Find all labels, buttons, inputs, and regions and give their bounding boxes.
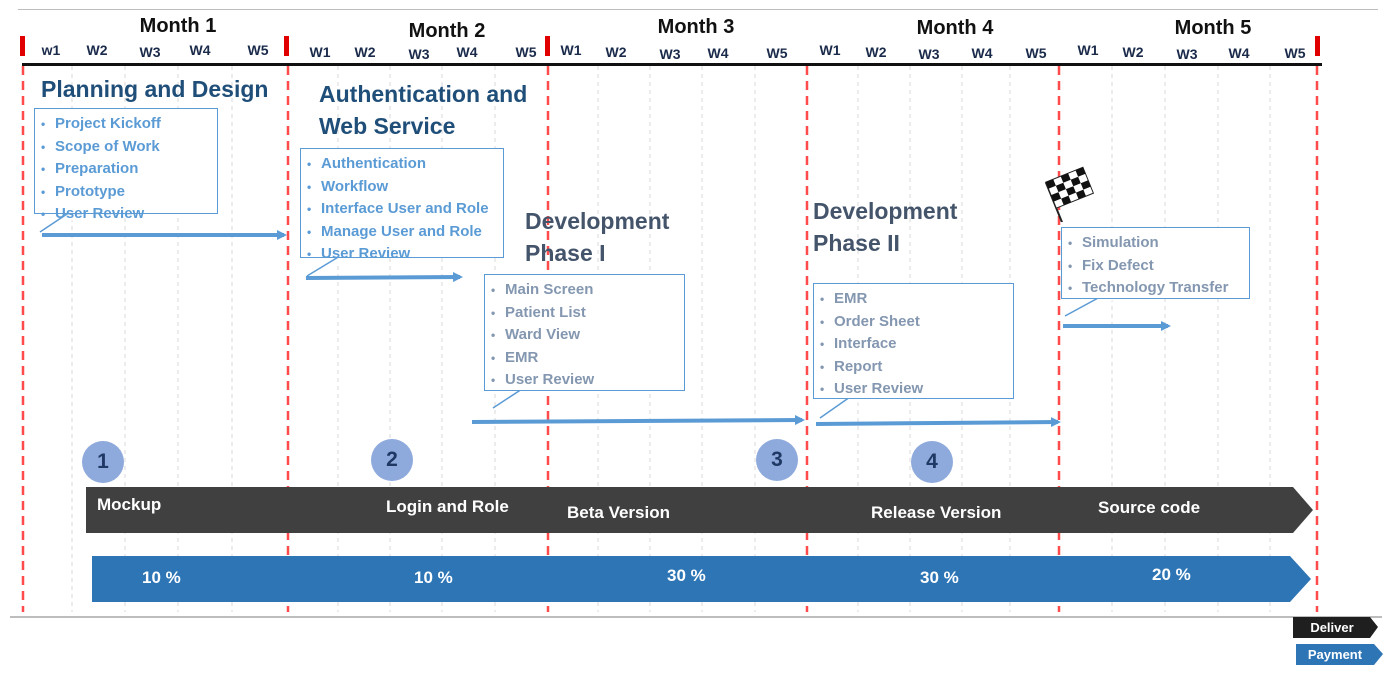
milestone-label: Source code: [1098, 498, 1201, 517]
week-label: W5: [1284, 45, 1306, 61]
week-label: W2: [354, 44, 376, 60]
payment-label: 20 %: [1152, 565, 1191, 584]
callout-item: •Interface: [820, 335, 897, 352]
payment-label: 10 %: [414, 568, 453, 587]
callout-item: •EMR: [491, 348, 539, 366]
month-tick: [545, 36, 550, 56]
week-label: W5: [515, 44, 537, 60]
week-label: W4: [189, 42, 211, 58]
week-label: W4: [971, 45, 993, 61]
callout-item: •Order Sheet: [820, 312, 920, 330]
callout-item: •Fix Defect: [1068, 256, 1154, 274]
callout-item: •Preparation: [41, 160, 139, 177]
week-label: W3: [408, 46, 430, 62]
month-tick: [1315, 36, 1320, 56]
phase-title: Authentication and Web Service: [319, 81, 528, 139]
phase-arrow: [815, 417, 1061, 428]
milestone-label: Beta Version: [567, 503, 670, 522]
callout-item: •Prototype: [41, 182, 126, 200]
week-label: w1: [41, 42, 61, 58]
milestone-number-badge: 4: [911, 441, 953, 483]
week-label: W1: [309, 44, 331, 60]
week-label: W4: [1228, 45, 1250, 61]
callout-item: •EMR: [820, 290, 868, 307]
callout-box: •Simulation •Fix Defect •Technology Tran…: [1061, 227, 1250, 299]
week-label: W5: [1025, 45, 1047, 61]
phase-title: Planning and Design: [41, 76, 269, 102]
callout-item: •Workflow: [307, 177, 389, 195]
week-label: W1: [1077, 42, 1099, 58]
callout-box: •Main Screen •Patient List •Ward View •E…: [484, 274, 685, 391]
week-label: W3: [139, 44, 161, 60]
milestone-number-badge: 1: [82, 441, 124, 483]
week-label: W3: [918, 46, 940, 62]
month-header: Month 3: [657, 16, 735, 38]
phase-arrow: [305, 272, 463, 283]
callout-item: •User Review: [307, 245, 411, 262]
week-label: W2: [86, 42, 108, 58]
week-label: W4: [707, 45, 729, 61]
week-label: W4: [456, 44, 478, 60]
callout-item: •User Review: [41, 205, 145, 222]
bottom-border: [10, 616, 1382, 618]
callout-item: •Project Kickoff: [41, 115, 161, 132]
week-label: W5: [247, 42, 269, 58]
callout-item: •Scope of Work: [41, 137, 160, 155]
callout-item: •Simulation: [1068, 234, 1159, 251]
month-header: Month 2: [408, 20, 486, 42]
callout-item: •User Review: [820, 380, 924, 397]
month-tick: [20, 36, 25, 56]
payment-label: 30 %: [920, 568, 959, 587]
week-label: W1: [560, 42, 582, 58]
top-border: [18, 9, 1378, 10]
callout-item: •Patient List: [491, 303, 586, 321]
legend-payment: Payment: [1307, 647, 1363, 662]
month-tick: [284, 36, 289, 56]
legend-deliver: Deliver: [1310, 620, 1354, 635]
callout-item: •Main Screen: [491, 281, 594, 298]
month-header: Month 5: [1174, 17, 1252, 39]
callout-box: •Project Kickoff •Scope of Work •Prepara…: [34, 108, 218, 222]
callout-box: •Authentication •Workflow •Interface Use…: [300, 148, 504, 262]
week-label: W5: [766, 45, 788, 61]
month-header: Month 4: [916, 17, 994, 39]
legend-shapes: [1293, 617, 1383, 665]
week-label: W2: [1122, 44, 1144, 60]
callout-box: •EMR •Order Sheet •Interface •Report •Us…: [813, 283, 1014, 399]
callout-item: •User Review: [491, 371, 595, 388]
phase-title: Development Phase II: [813, 198, 958, 256]
callout-item: •Technology Transfer: [1068, 279, 1229, 296]
callout-item: •Ward View: [491, 326, 581, 343]
timeline-axis: [22, 63, 1322, 66]
payment-label: 10 %: [142, 568, 181, 587]
milestone-number-badge: 3: [756, 439, 798, 481]
callout-item: •Interface User and Role: [307, 200, 489, 217]
week-label: W3: [1176, 46, 1198, 62]
milestone-number-badge: 2: [371, 439, 413, 481]
payment-label: 30 %: [667, 566, 706, 585]
callout-item: •Manage User and Role: [307, 222, 482, 240]
week-label: W2: [605, 44, 627, 60]
milestone-label: Login and Role: [386, 497, 509, 516]
checkered-flag-icon: [1044, 166, 1095, 222]
month-header: Month 1: [139, 15, 217, 37]
milestone-label: Mockup: [97, 495, 162, 514]
phase-arrow: [471, 415, 805, 426]
milestone-label: Release Version: [871, 503, 1002, 522]
callout-item: •Report: [820, 357, 883, 375]
phase-title: Development Phase I: [525, 208, 670, 266]
week-label: W2: [865, 44, 887, 60]
week-label: W1: [819, 42, 841, 58]
callout-item: •Authentication: [307, 155, 426, 172]
week-label: W3: [659, 46, 681, 62]
